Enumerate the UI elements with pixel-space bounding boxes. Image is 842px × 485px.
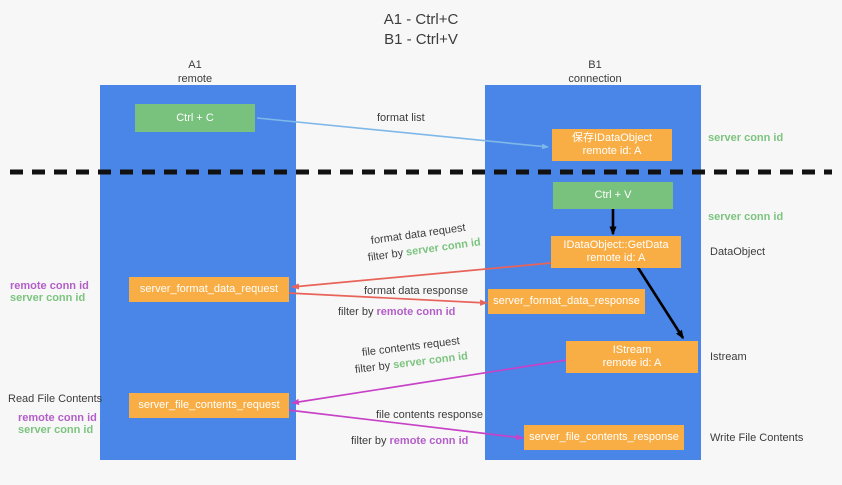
filter-by-text-4: filter by [351, 435, 390, 447]
column-a1-name: A1 [188, 59, 202, 71]
title-line-1: A1 - Ctrl+C [383, 11, 459, 28]
box-save-idataobject[interactable]: 保存IDataObject remote id: A [552, 129, 672, 161]
filter-by-text-2: filter by [338, 306, 377, 318]
label-read-file-contents: Read File Contents [8, 393, 103, 405]
column-b1-sub: connection [568, 73, 622, 85]
box-sfcreq-line1: server_file_contents_request [138, 399, 280, 411]
column-a1-sub: remote [177, 73, 213, 85]
box-ctrl-v[interactable]: Ctrl + V [553, 182, 673, 209]
label-format-data-response: format data response [364, 285, 468, 297]
label-left-server-conn-id-2: server conn id [18, 424, 94, 436]
box-istream-line2: remote id: A [602, 357, 662, 369]
label-file-contents-response: file contents response [376, 409, 484, 421]
box-sfdres-line1: server_format_data_response [493, 295, 640, 307]
label-filter-by-remote-conn-id-1: filter by remote conn id [338, 305, 455, 319]
label-left-remote-conn-id-1: remote conn id [10, 280, 89, 292]
box-idataobject-getdata[interactable]: IDataObject::GetData remote id: A [551, 236, 681, 268]
filter-remote-conn-id-2: remote conn id [389, 435, 469, 447]
box-ctrl-c-line1: Ctrl + C [176, 111, 214, 124]
column-header-b1: B1 connection [540, 58, 650, 86]
box-server-format-data-request[interactable]: server_format_data_request [129, 277, 289, 302]
column-b1-name: B1 [588, 59, 602, 71]
box-server-format-data-response[interactable]: server_format_data_response [488, 289, 645, 314]
box-server-file-contents-request[interactable]: server_file_contents_request [129, 393, 289, 418]
label-write-file-contents: Write File Contents [710, 432, 804, 444]
label-server-conn-id-mid: server conn id [708, 211, 784, 223]
filter-by-text-3: filter by [354, 359, 394, 376]
filter-by-text-1: filter by [367, 246, 407, 264]
label-left-remote-conn-id-2: remote conn id [18, 412, 97, 424]
box-istream[interactable]: IStream remote id: A [566, 341, 698, 373]
label-filter-by-remote-conn-id-2: filter by remote conn id [351, 434, 468, 448]
diagram-title: A1 - Ctrl+C B1 - Ctrl+V [0, 10, 842, 50]
box-sfcres-line1: server_file_contents_response [529, 431, 679, 443]
box-sfdreq-line1: server_format_data_request [139, 283, 279, 295]
box-save-idataobject-line1: 保存IDataObject [571, 132, 653, 144]
title-line-2: B1 - Ctrl+V [384, 31, 458, 48]
label-istream: Istream [710, 351, 747, 363]
column-header-a1: A1 remote [140, 58, 250, 86]
label-dataobject: DataObject [710, 246, 766, 258]
box-server-file-contents-response[interactable]: server_file_contents_response [524, 425, 684, 450]
box-getdata-line1: IDataObject::GetData [563, 239, 669, 251]
label-left-server-conn-id-1: server conn id [10, 292, 86, 304]
label-server-conn-id-top: server conn id [708, 132, 784, 144]
box-istream-line1: IStream [612, 344, 652, 356]
box-save-idataobject-line2: remote id: A [582, 145, 642, 157]
filter-remote-conn-id-1: remote conn id [376, 306, 456, 318]
box-getdata-line2: remote id: A [586, 252, 646, 264]
label-format-list: format list [377, 112, 425, 124]
box-ctrl-v-line1: Ctrl + V [594, 189, 632, 201]
box-ctrl-c[interactable]: Ctrl + C [135, 104, 255, 132]
